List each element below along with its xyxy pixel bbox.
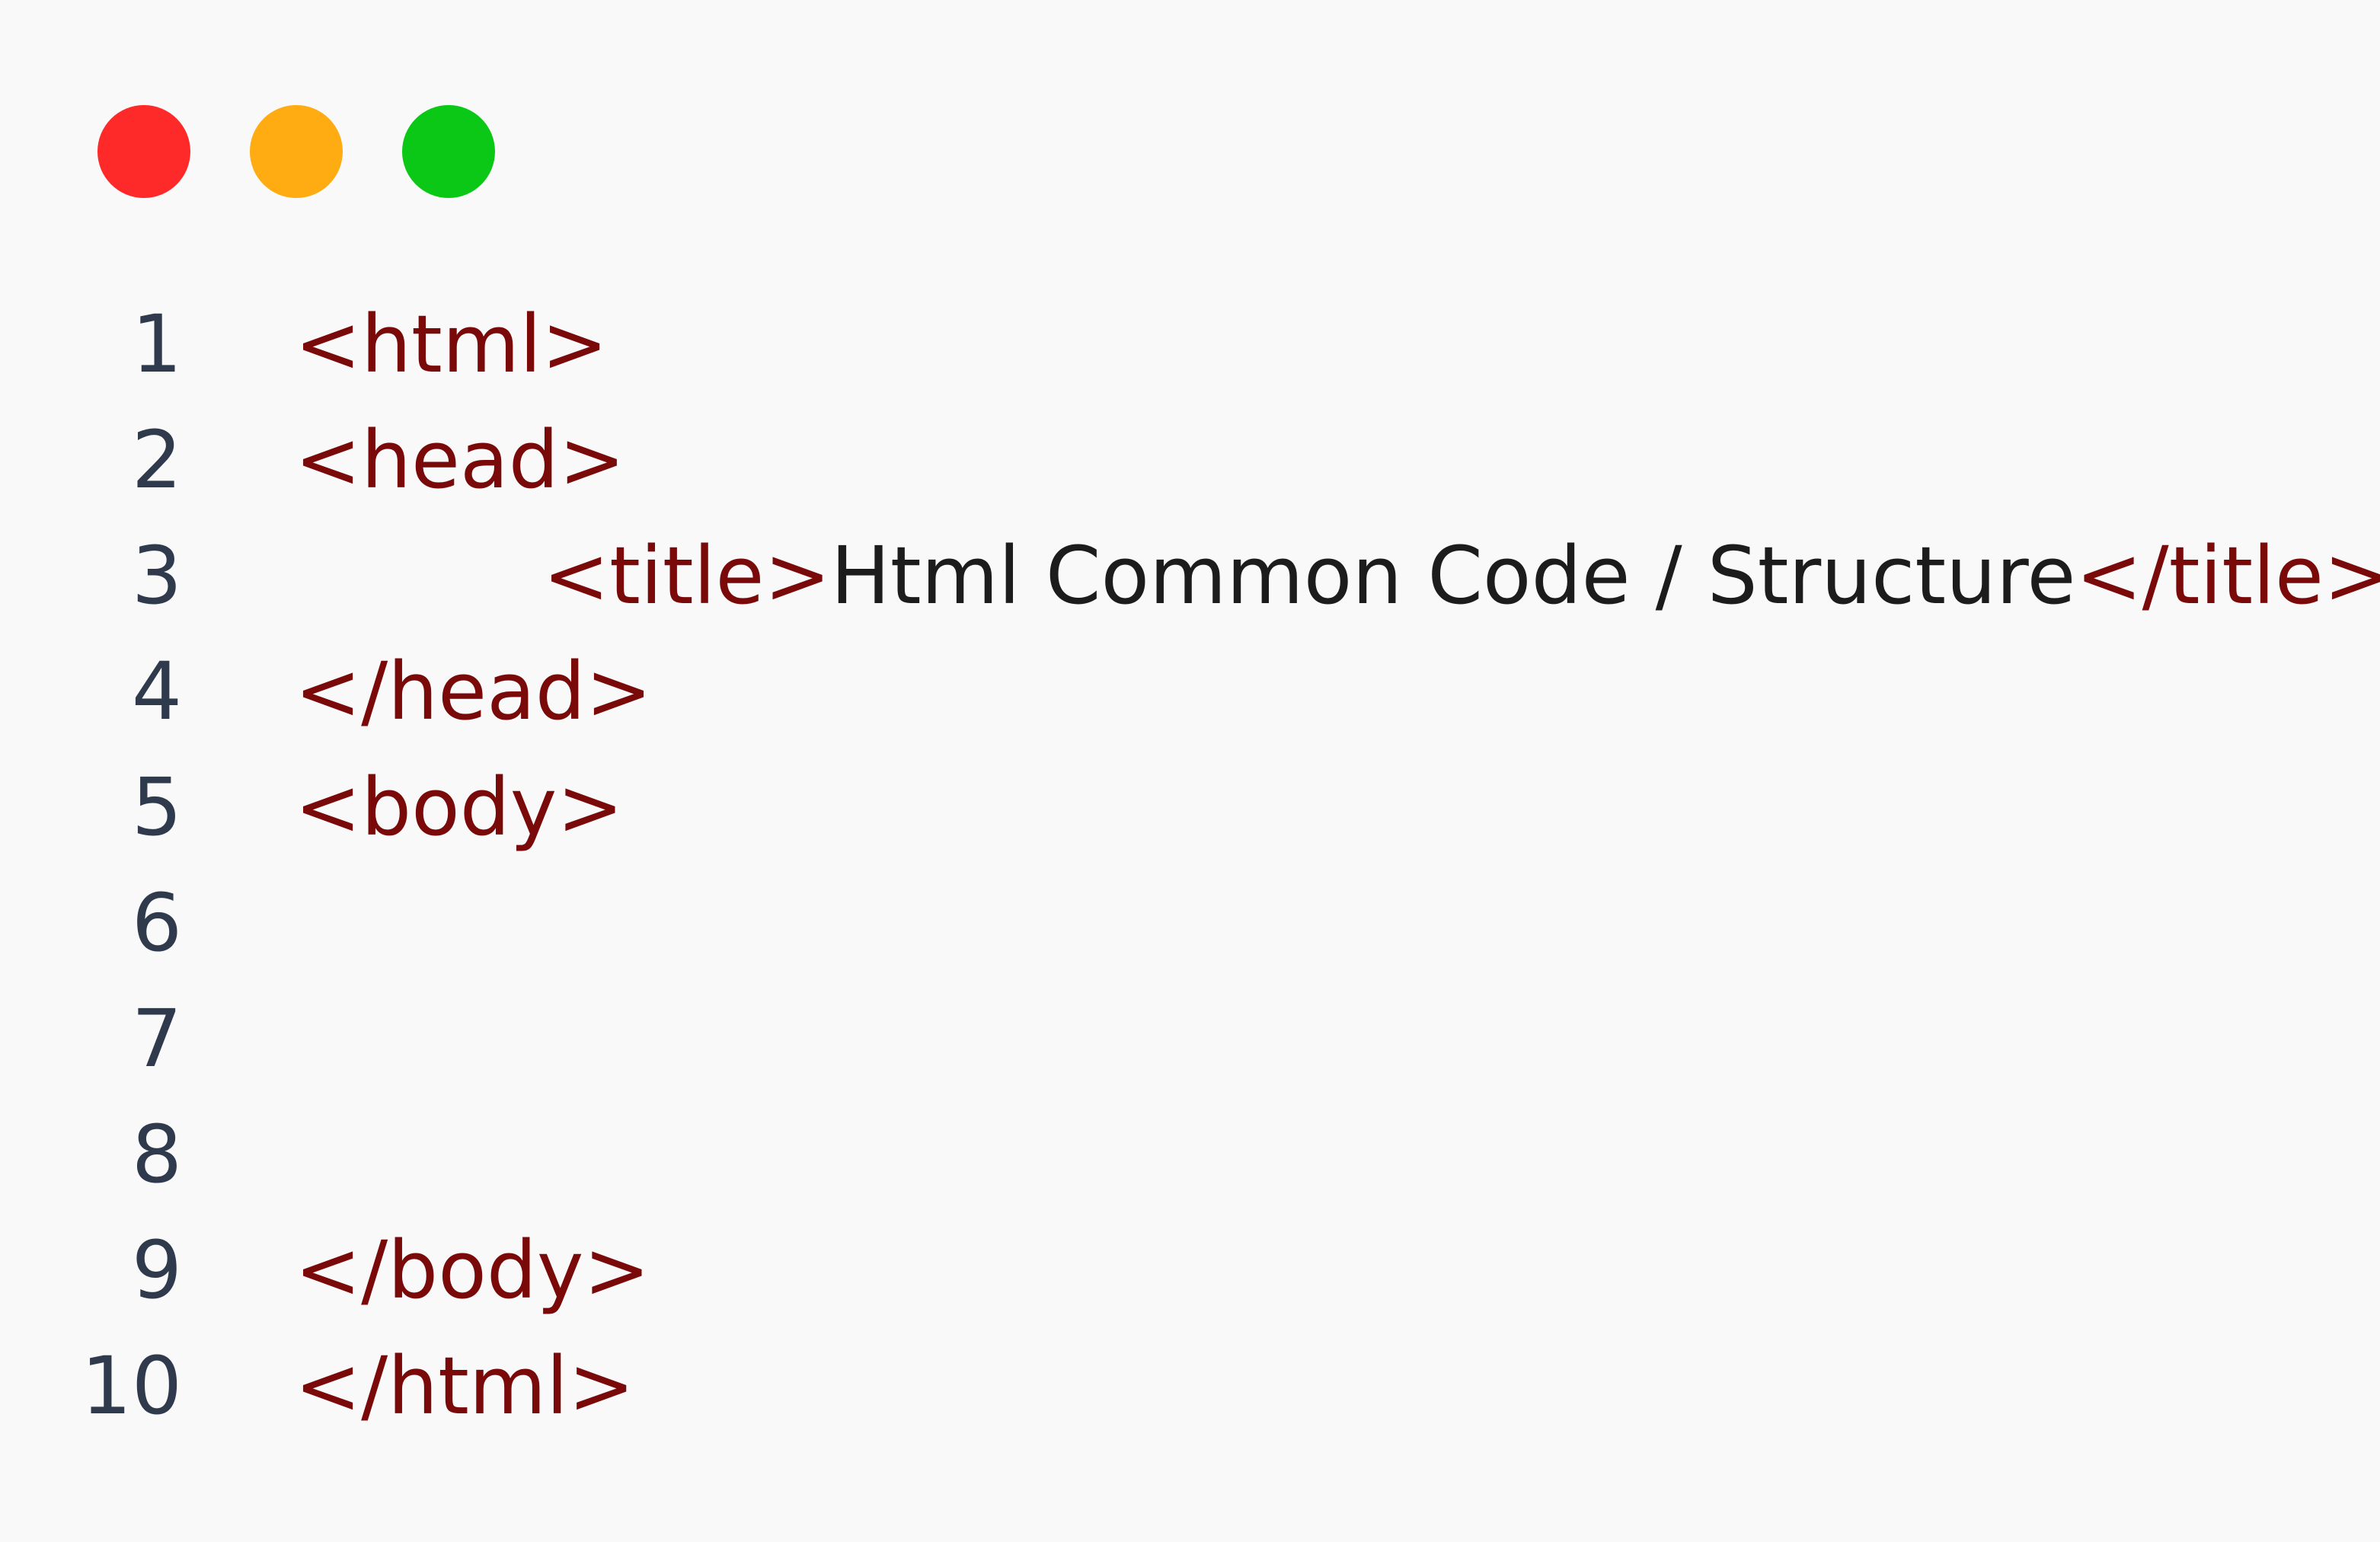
maximize-button[interactable]	[402, 105, 495, 198]
line-number: 9	[131, 1224, 182, 1317]
line-number: 1	[131, 298, 182, 391]
code-line-2: 2 <head>	[0, 402, 2380, 518]
code-line-10: 10 </html>	[0, 1328, 2380, 1444]
code-line-9: 9 </body>	[0, 1212, 2380, 1328]
line-number: 7	[131, 992, 182, 1085]
code-line-5: 5 <body>	[0, 749, 2380, 865]
line-content: </body>	[295, 1212, 650, 1328]
line-content: <title>Html Common Code / Structure</tit…	[543, 518, 2380, 634]
code-line-8: 8	[0, 1097, 2380, 1212]
close-button[interactable]	[97, 105, 190, 198]
code-line-1: 1 <html>	[0, 286, 2380, 402]
line-content: <head>	[295, 402, 625, 518]
minimize-button[interactable]	[250, 105, 343, 198]
line-content: </html>	[295, 1328, 634, 1444]
html-tag: </head>	[295, 645, 652, 738]
html-tag: <title>	[543, 529, 831, 622]
line-content: </head>	[295, 634, 652, 749]
line-number: 6	[131, 876, 182, 969]
line-content: <body>	[295, 749, 624, 865]
line-number: 5	[131, 761, 182, 854]
html-tag: <html>	[295, 298, 609, 391]
line-number: 4	[131, 645, 182, 738]
html-tag: </title>	[2075, 529, 2380, 622]
line-content: <html>	[295, 286, 608, 402]
code-line-3: 3 <title>Html Common Code / Structure</t…	[0, 518, 2380, 634]
code-line-4: 4 </head>	[0, 634, 2380, 749]
line-number: 3	[131, 529, 182, 622]
html-tag: <head>	[295, 413, 625, 506]
line-number: 10	[81, 1339, 182, 1432]
line-number: 8	[131, 1108, 182, 1201]
code-line-7: 7	[0, 981, 2380, 1097]
window-controls	[97, 105, 495, 198]
html-tag: </body>	[295, 1224, 650, 1317]
line-number: 2	[131, 413, 182, 506]
title-text: Html Common Code / Structure	[830, 529, 2076, 622]
code-line-6: 6	[0, 865, 2380, 981]
html-tag: <body>	[295, 761, 624, 854]
html-tag: </html>	[295, 1339, 635, 1432]
